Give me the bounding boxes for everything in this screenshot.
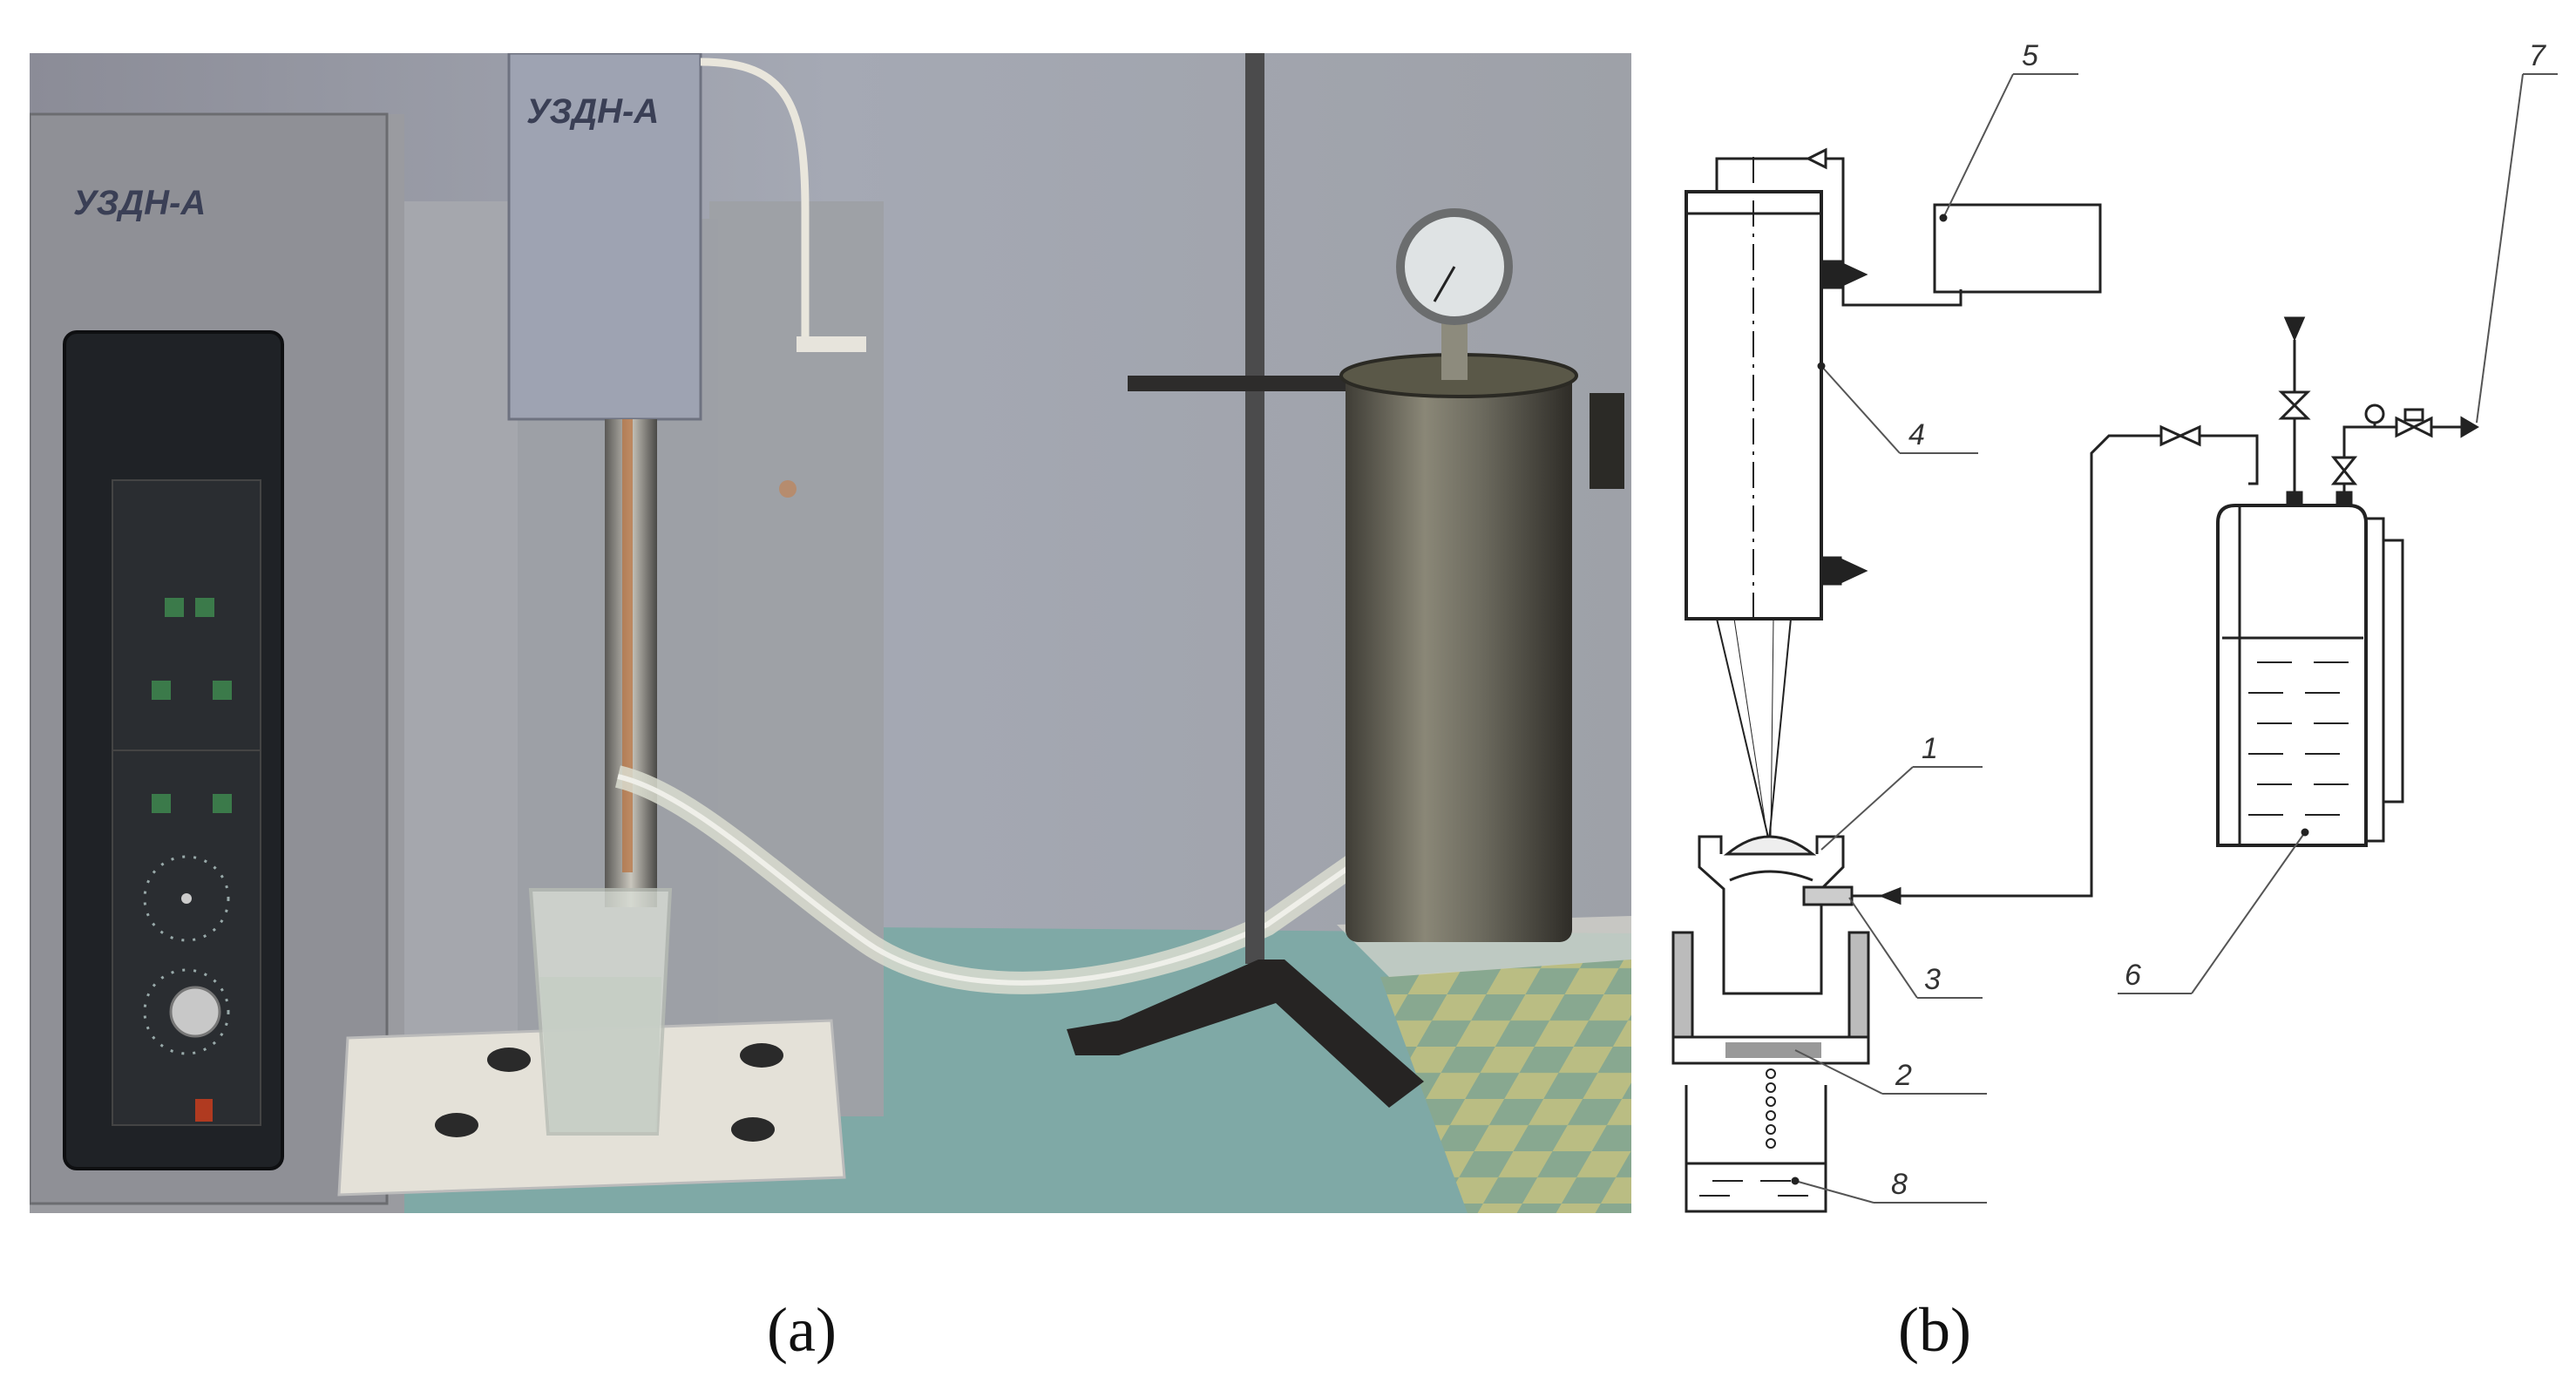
collection-vessel (1685, 1085, 1827, 1213)
callout-8: 8 (1891, 1168, 1908, 1201)
callout-6: 6 (2125, 959, 2141, 992)
device-logo-main: УЗДН-А (73, 184, 206, 222)
caption-b: (b) (1898, 1295, 1971, 1365)
panel-button-4 (213, 681, 232, 700)
atomizer-chamber (1671, 835, 1874, 1149)
panel-button-6 (213, 794, 232, 813)
panel-button-3 (152, 681, 171, 700)
schematic-diagram: 5 4 1 3 2 8 6 7 (1671, 39, 2558, 1213)
callout-4: 4 (1908, 418, 1925, 451)
indicator-lamp (195, 1099, 213, 1122)
generator-box (1933, 203, 2102, 294)
callout-5: 5 (2022, 39, 2038, 72)
device-logo-head: УЗДН-А (526, 92, 659, 131)
gas-supply-line (2330, 404, 2479, 507)
liquid-tank (2216, 316, 2404, 847)
photo-lab-setup: УЗДН-А УЗДН-А (30, 53, 1631, 1213)
callout-3: 3 (1924, 963, 1941, 996)
callout-7: 7 (2529, 39, 2546, 72)
callout-1: 1 (1922, 732, 1938, 765)
converter-column (1685, 157, 1868, 621)
panel-button-2 (195, 598, 214, 617)
panel-button-5 (152, 794, 171, 813)
callout-2: 2 (1895, 1059, 1912, 1092)
panel-button-1 (165, 598, 184, 617)
caption-a: (a) (767, 1295, 837, 1365)
power-knob (169, 986, 221, 1038)
